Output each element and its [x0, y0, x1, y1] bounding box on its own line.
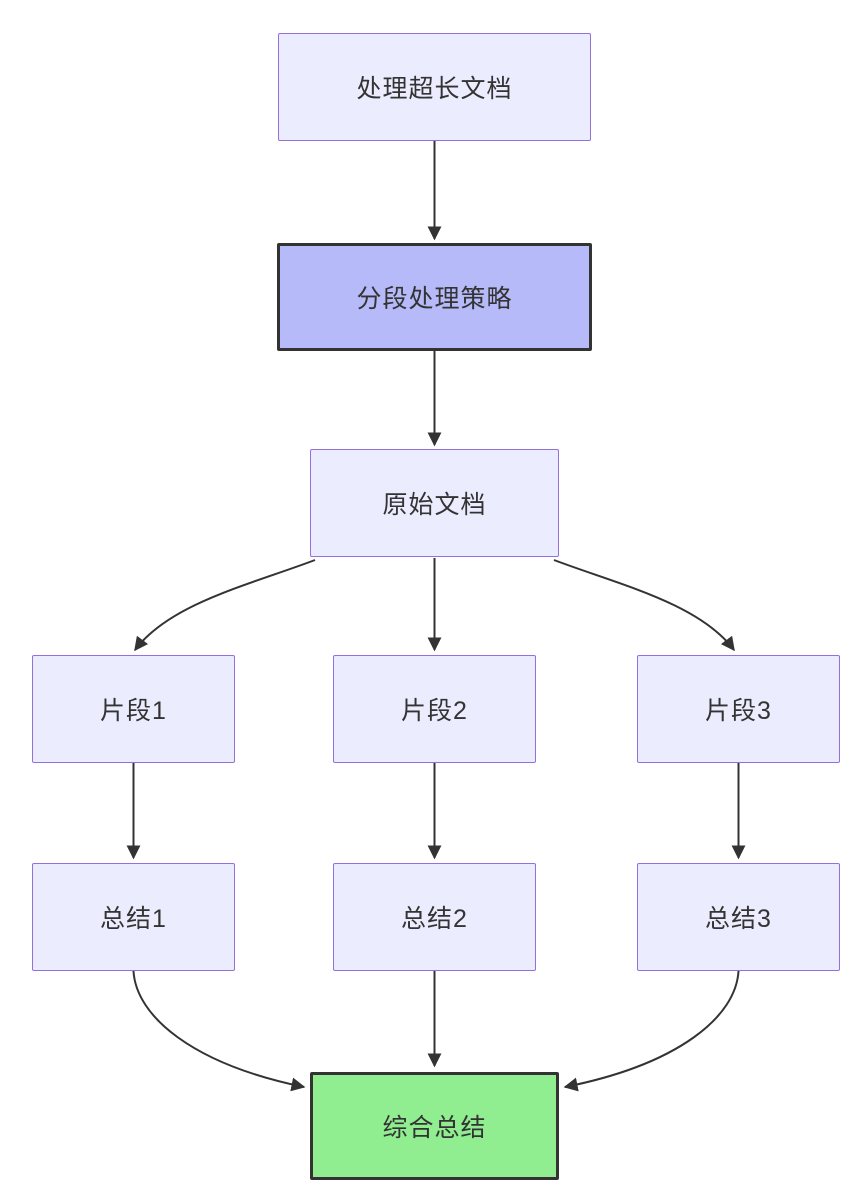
edge-summary1-final — [132, 970, 306, 1092]
node-source: 原始文档 — [310, 449, 559, 557]
node-chunk-3: 片段3 — [637, 655, 840, 763]
node-strategy-label: 分段处理策略 — [356, 285, 513, 313]
edge-source-chunk1 — [134, 559, 316, 652]
node-summary-1-label: 总结1 — [100, 905, 167, 933]
node-task-label: 处理超长文档 — [356, 75, 513, 103]
node-summary-2: 总结2 — [333, 863, 536, 971]
node-source-label: 原始文档 — [382, 491, 487, 519]
node-summary-3-label: 总结3 — [705, 905, 772, 933]
node-chunk-3-label: 片段3 — [705, 697, 772, 725]
node-final: 综合总结 — [310, 1072, 559, 1180]
node-chunk-2: 片段2 — [333, 655, 536, 763]
node-summary-3: 总结3 — [637, 863, 840, 971]
node-summary-1: 总结1 — [32, 863, 235, 971]
node-task: 处理超长文档 — [278, 33, 591, 141]
node-chunk-1: 片段1 — [32, 655, 235, 763]
node-summary-2-label: 总结2 — [401, 905, 468, 933]
edge-source-chunk3 — [553, 559, 735, 652]
node-chunk-2-label: 片段2 — [401, 697, 468, 725]
node-final-label: 综合总结 — [382, 1114, 487, 1142]
node-chunk-1-label: 片段1 — [100, 697, 167, 725]
node-strategy: 分段处理策略 — [277, 243, 592, 351]
edge-summary3-final — [563, 970, 740, 1092]
